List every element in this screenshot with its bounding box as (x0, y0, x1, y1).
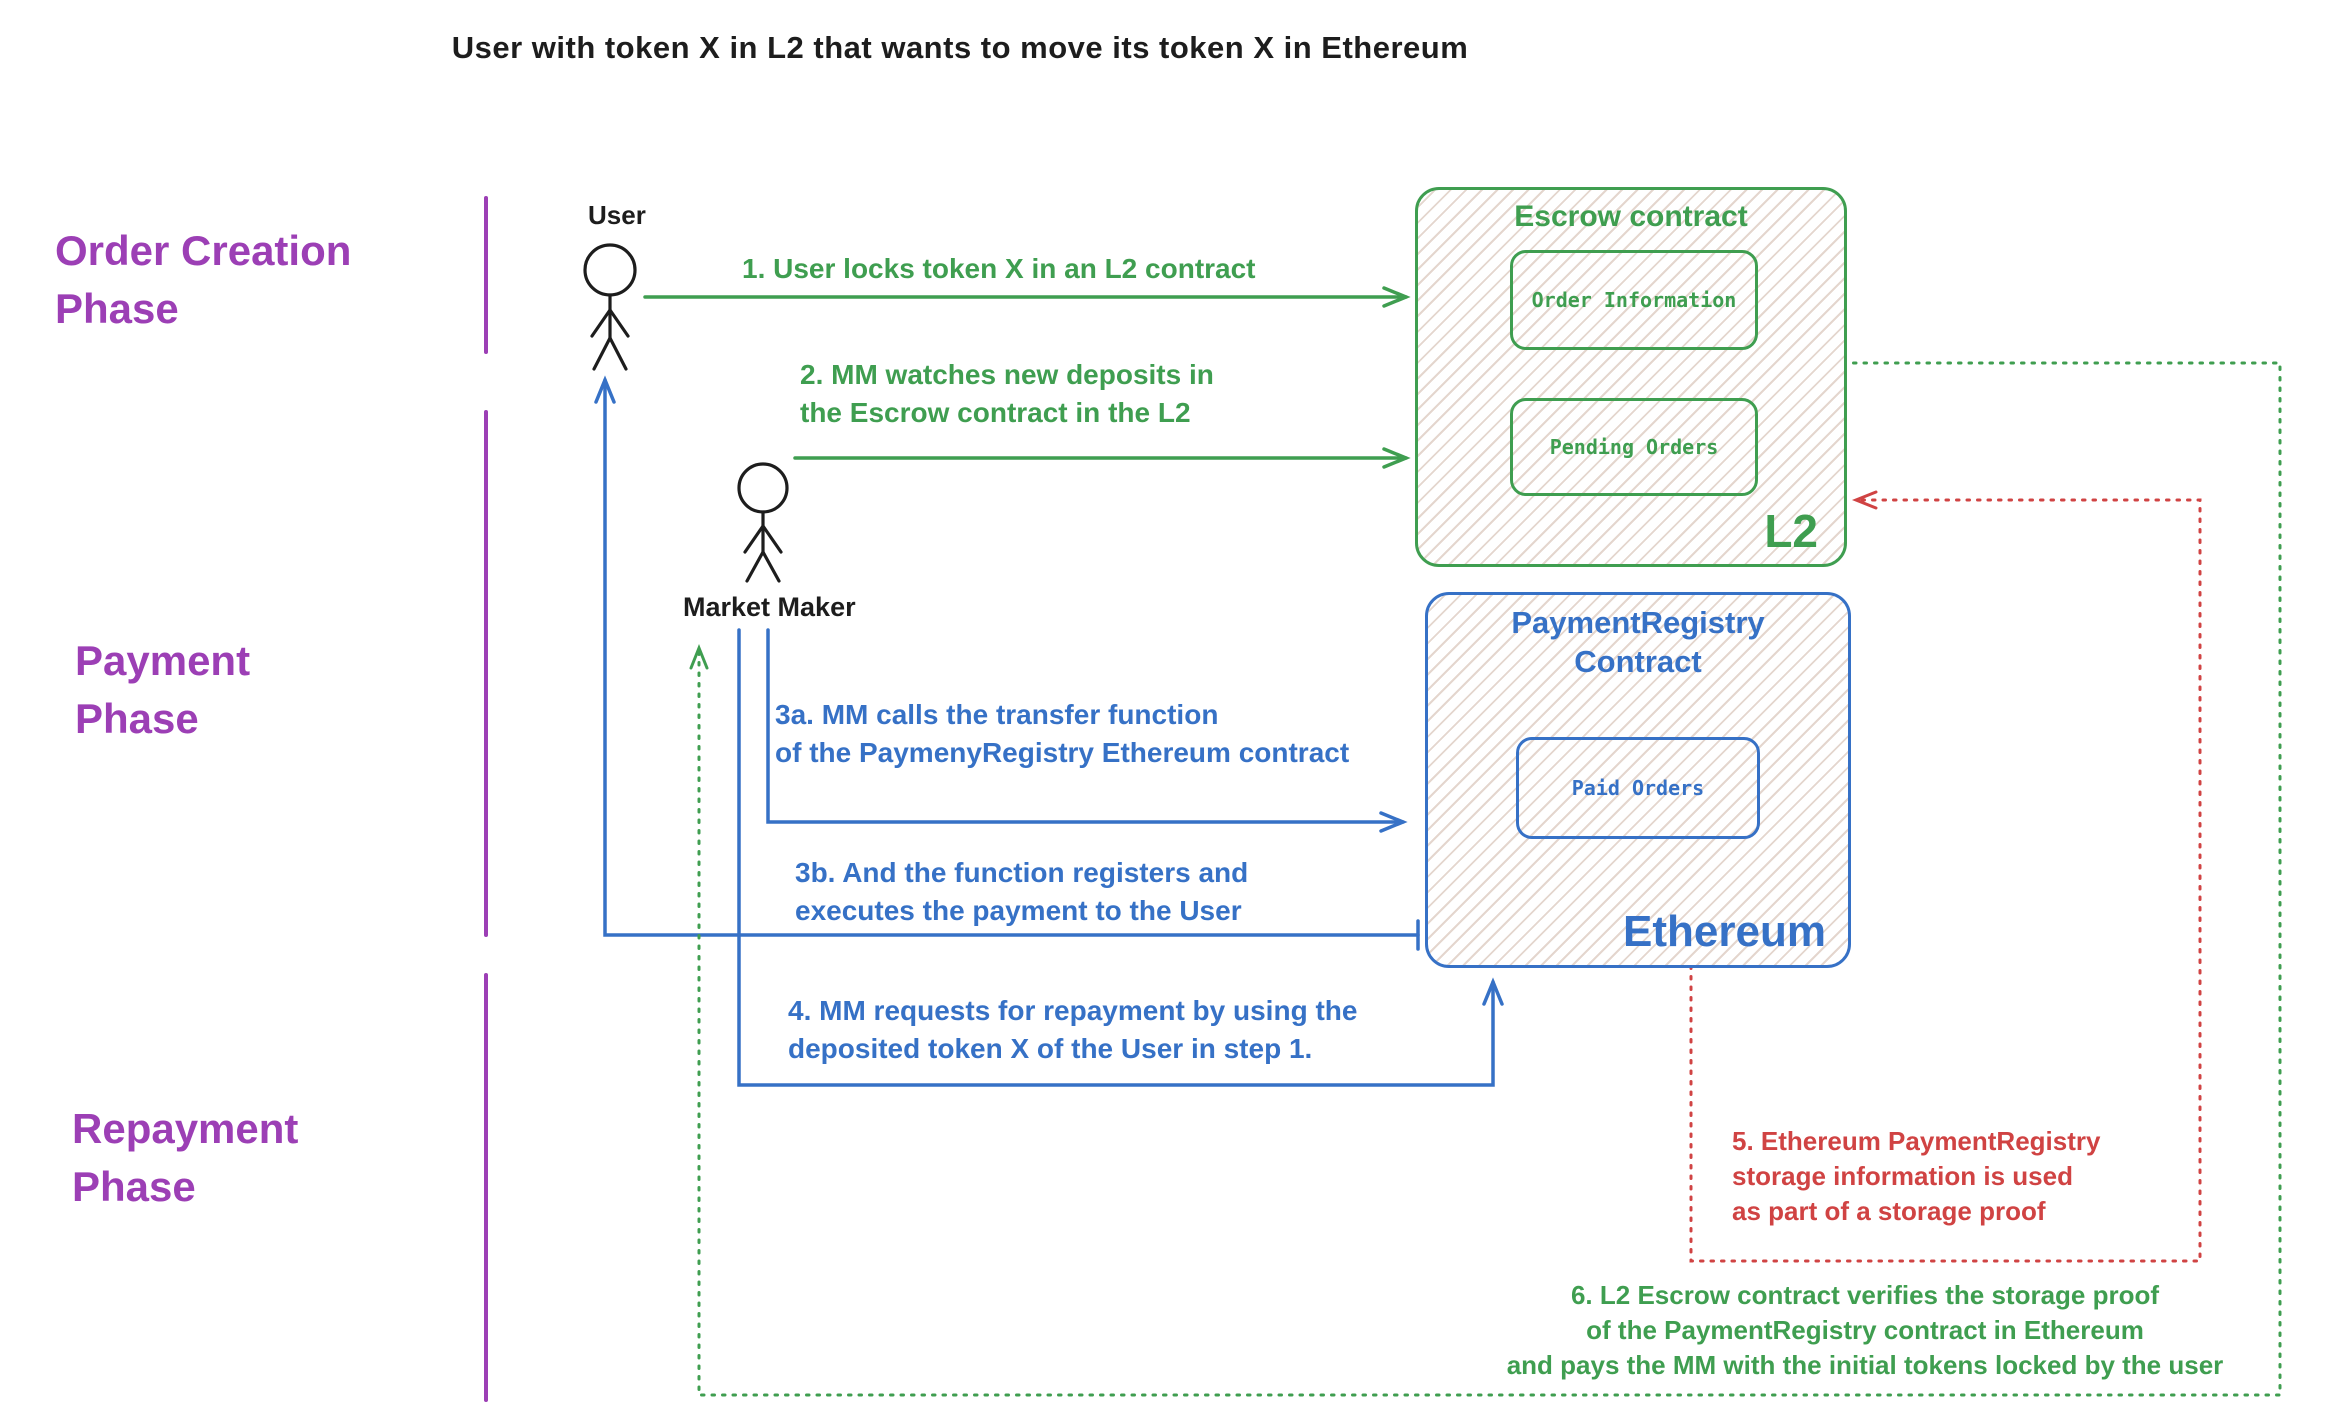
step-3a-line: of the PaymenyRegistry Ethereum contract (775, 737, 1350, 768)
escrow-contract-box: Escrow contract Order Information Pendin… (1415, 187, 1847, 567)
step-3a-line: 3a. MM calls the transfer function (775, 699, 1219, 730)
payment-registry-box: PaymentRegistry Contract Paid Orders Eth… (1425, 592, 1851, 968)
phase-label-line: Phase (75, 695, 199, 742)
phase-label-line: Order Creation (55, 227, 352, 274)
phase-label-line: Payment (75, 637, 251, 684)
step-4-line: deposited token X of the User in step 1. (788, 1033, 1313, 1064)
diagram-title: User with token X in L2 that wants to mo… (451, 30, 1469, 65)
step-3b-line: executes the payment to the User (795, 895, 1242, 926)
user-actor-figure (583, 243, 637, 371)
payment-registry-title: PaymentRegistry Contract (1428, 603, 1848, 681)
escrow-contract-title: Escrow contract (1514, 200, 1748, 233)
step-6-label: 6. L2 Escrow contract verifies the stora… (1440, 1278, 2290, 1383)
step-4-line: 4. MM requests for repayment by using th… (788, 995, 1358, 1026)
payment-registry-title-line: PaymentRegistry (1511, 605, 1765, 640)
market-maker-label: Market Maker (683, 592, 856, 622)
step-2-label: 2. MM watches new deposits in the Escrow… (800, 356, 1214, 432)
user-actor-label: User (588, 200, 646, 230)
step-3a-label: 3a. MM calls the transfer function of th… (775, 696, 1349, 772)
step-2-line: the Escrow contract in the L2 (800, 397, 1191, 428)
step-5-label: 5. Ethereum PaymentRegistry storage info… (1732, 1124, 2100, 1229)
phase-label-line: Phase (55, 285, 179, 332)
ethereum-network-label: Ethereum (1623, 907, 1826, 956)
step-5-line: as part of a storage proof (1732, 1196, 2046, 1226)
step-6-line: 6. L2 Escrow contract verifies the stora… (1570, 1280, 2160, 1310)
step-3b-line: 3b. And the function registers and (795, 857, 1249, 888)
phase-label-line: Repayment (72, 1105, 299, 1152)
arrow-step-1 (643, 286, 1411, 308)
l2-network-label: L2 (1764, 505, 1818, 557)
order-information-box: Order Information (1510, 250, 1758, 350)
arrow-step-2 (793, 447, 1411, 469)
step-6-line: and pays the MM with the initial tokens … (1506, 1350, 2224, 1380)
paid-orders-box: Paid Orders (1516, 737, 1760, 839)
market-maker-figure (737, 462, 789, 583)
step-2-line: 2. MM watches new deposits in (800, 359, 1214, 390)
payment-registry-title-line: Contract (1574, 644, 1702, 679)
step-5-line: 5. Ethereum PaymentRegistry (1732, 1126, 2101, 1156)
phase-label-payment: Payment Phase (75, 632, 250, 748)
step-4-label: 4. MM requests for repayment by using th… (788, 992, 1357, 1068)
step-5-line: storage information is used (1732, 1161, 2073, 1191)
step-3b-label: 3b. And the function registers and execu… (795, 854, 1248, 930)
phase-label-order-creation: Order Creation Phase (55, 222, 351, 338)
phase-label-repayment: Repayment Phase (72, 1100, 298, 1216)
step-6-line: of the PaymentRegistry contract in Ether… (1586, 1315, 2144, 1345)
pending-orders-box: Pending Orders (1510, 398, 1758, 496)
step-1-label: 1. User locks token X in an L2 contract (742, 253, 1256, 284)
phase-label-line: Phase (72, 1163, 196, 1210)
